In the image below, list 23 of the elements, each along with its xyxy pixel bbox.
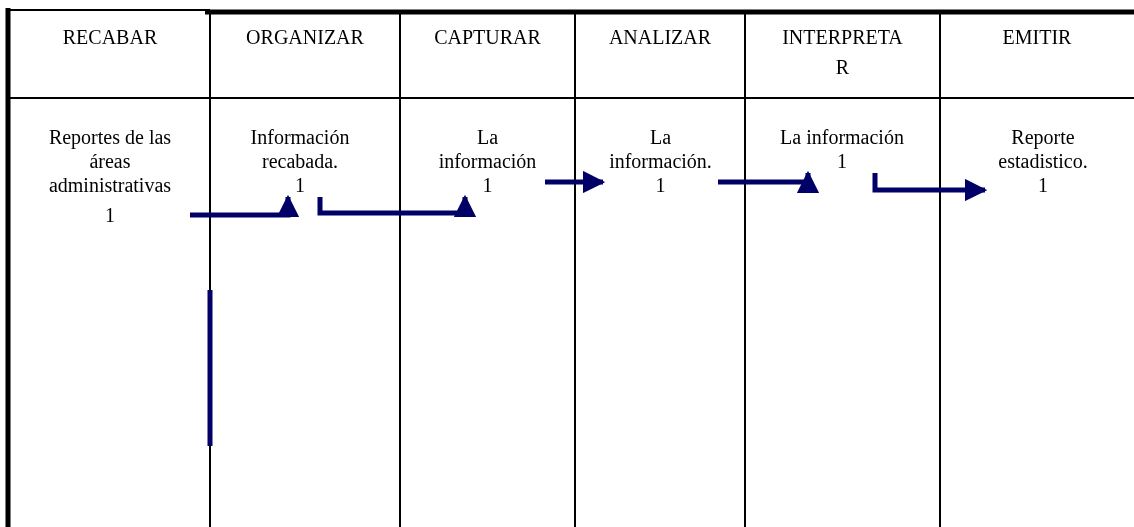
step-description: La información [779,125,905,149]
column-header: RECABAR [61,25,159,50]
step-description: La información. [608,125,713,173]
arrow [872,173,988,202]
step-count: 1 [1037,173,1049,197]
column-header: ANALIZAR [607,25,713,50]
step-count: 1 [654,173,667,197]
arrow [545,170,606,194]
step-description: Reportes de las áreas administrativas [47,125,173,197]
column-header: INTERPRETA R [781,25,904,80]
step-description: Información recabada. [249,125,351,173]
step-count: 1 [294,173,306,197]
step-count: 1 [481,173,494,197]
arrow [317,194,477,218]
arrow [190,194,300,218]
column-header: EMITIR [1001,25,1073,50]
step-description: La información [437,125,538,173]
step-description: Reporte estadistico. [997,125,1089,173]
column-header: ORGANIZAR [245,25,365,50]
step-count: 1 [104,203,116,227]
arrow [718,170,820,194]
column-header: CAPTURAR [433,25,542,50]
step-count: 1 [836,149,848,173]
